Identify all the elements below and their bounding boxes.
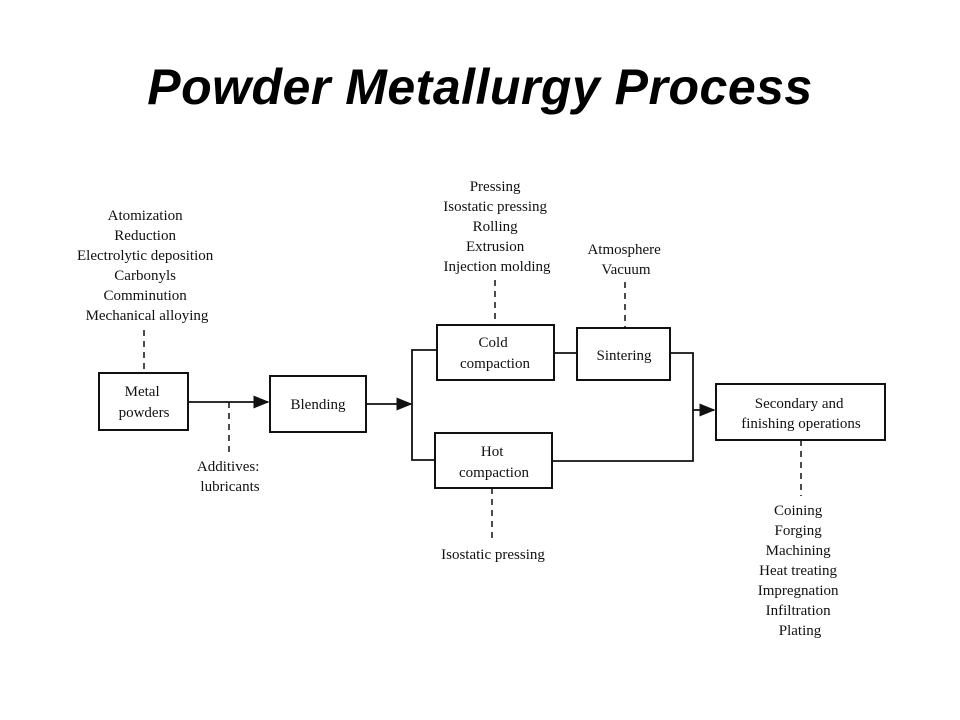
sintering-box bbox=[576, 327, 671, 381]
sintering-label: Sintering bbox=[597, 348, 652, 364]
secondary-finishing-label: Secondary and finishing operations bbox=[741, 396, 861, 432]
cold-methods-list: Pressing Isostatic pressing Rolling Extr… bbox=[443, 179, 551, 275]
merge-connector bbox=[552, 352, 694, 462]
additives-label: Additives: lubricants bbox=[197, 459, 263, 495]
blending-label: Blending bbox=[291, 397, 346, 413]
hot-compaction-label: Hot compaction bbox=[459, 444, 529, 481]
hot-compaction-box bbox=[434, 432, 553, 489]
metal-powders-box bbox=[98, 372, 189, 431]
split-connector bbox=[411, 349, 437, 461]
hot-methods-label: Isostatic pressing bbox=[441, 547, 545, 563]
powder-methods-list: Atomization Reduction Electrolytic depos… bbox=[77, 208, 217, 324]
finishing-ops-list: Coining Forging Machining Heat treating … bbox=[758, 503, 843, 639]
page-title: Powder Metallurgy Process bbox=[147, 59, 813, 115]
metal-powders-label: Metal powders bbox=[119, 384, 170, 421]
blending-box bbox=[269, 375, 367, 433]
sinter-conditions-list: Atmosphere Vacuum bbox=[587, 242, 664, 278]
cold-compaction-label: Cold compaction bbox=[460, 335, 530, 372]
